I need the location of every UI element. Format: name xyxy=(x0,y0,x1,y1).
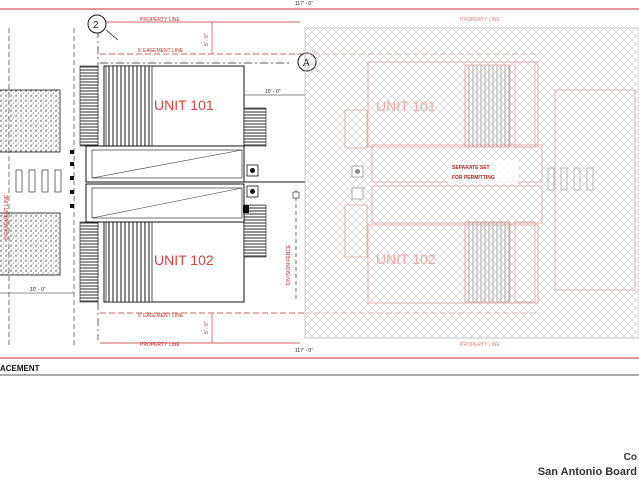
left-dimension-10ft: 10' - 0" xyxy=(30,287,46,293)
property-line-label-top: PROPERTY LINE xyxy=(140,17,180,23)
right-parking-stripes xyxy=(547,167,594,191)
watermark-line1: Co xyxy=(623,452,637,463)
drawing-caption: ACEMENT xyxy=(0,364,40,373)
left-planter-top xyxy=(0,89,61,153)
property-line-label-bottom: PROPERTY LINE xyxy=(140,342,180,348)
faded-unit-102-label: UNIT 102 xyxy=(376,251,436,267)
unit-101-label: UNIT 101 xyxy=(154,97,214,113)
separate-set-note-line2: FOR PERMITTING xyxy=(452,175,495,181)
unit-102-deck xyxy=(105,221,153,303)
grid-bubble-2 xyxy=(87,14,107,34)
faded-unit-101-label: UNIT 101 xyxy=(376,98,436,114)
unit-102-label: UNIT 102 xyxy=(154,252,214,268)
overall-dimension-bottom: 117' - 0" xyxy=(295,348,313,354)
unit-101-dimension-10ft: 10' - 0" xyxy=(265,89,281,95)
unit-101-rear-steps xyxy=(243,107,267,147)
left-vertical-label: 5' EASEMENT LINE xyxy=(4,194,10,240)
left-steps-bottom xyxy=(79,221,99,303)
property-line-label-top-right: PROPERTY LINE xyxy=(460,17,500,23)
watermark-line2: San Antonio Board xyxy=(537,466,637,478)
left-steps-top xyxy=(79,65,99,147)
property-line-label-bottom-right: PROPERTY LINE xyxy=(460,342,500,348)
garage-101 xyxy=(85,145,245,183)
easement-line-label-bottom: 5' EASEMENT LINE xyxy=(138,313,184,319)
overall-dimension-top: 117' - 0" xyxy=(295,1,313,7)
left-parking-stripes xyxy=(15,169,62,193)
left-planter-bottom xyxy=(0,212,61,276)
separate-set-note-line1: SEPARATE SET xyxy=(452,165,490,171)
unit-102-rear-steps xyxy=(243,204,267,258)
setback-dimension-top: 5' - 0" xyxy=(204,33,210,46)
division-fence-label: DIVISION FENCE xyxy=(286,244,292,285)
setback-dimension-bottom: 5' - 0" xyxy=(204,321,210,334)
unit-101-deck xyxy=(105,65,153,147)
separate-permit-outlines xyxy=(305,53,636,314)
garage-102 xyxy=(85,183,245,223)
grid-bubble-2-label: 2 xyxy=(93,20,99,31)
easement-line-label-top: 5' EASEMENT LINE xyxy=(138,48,184,54)
